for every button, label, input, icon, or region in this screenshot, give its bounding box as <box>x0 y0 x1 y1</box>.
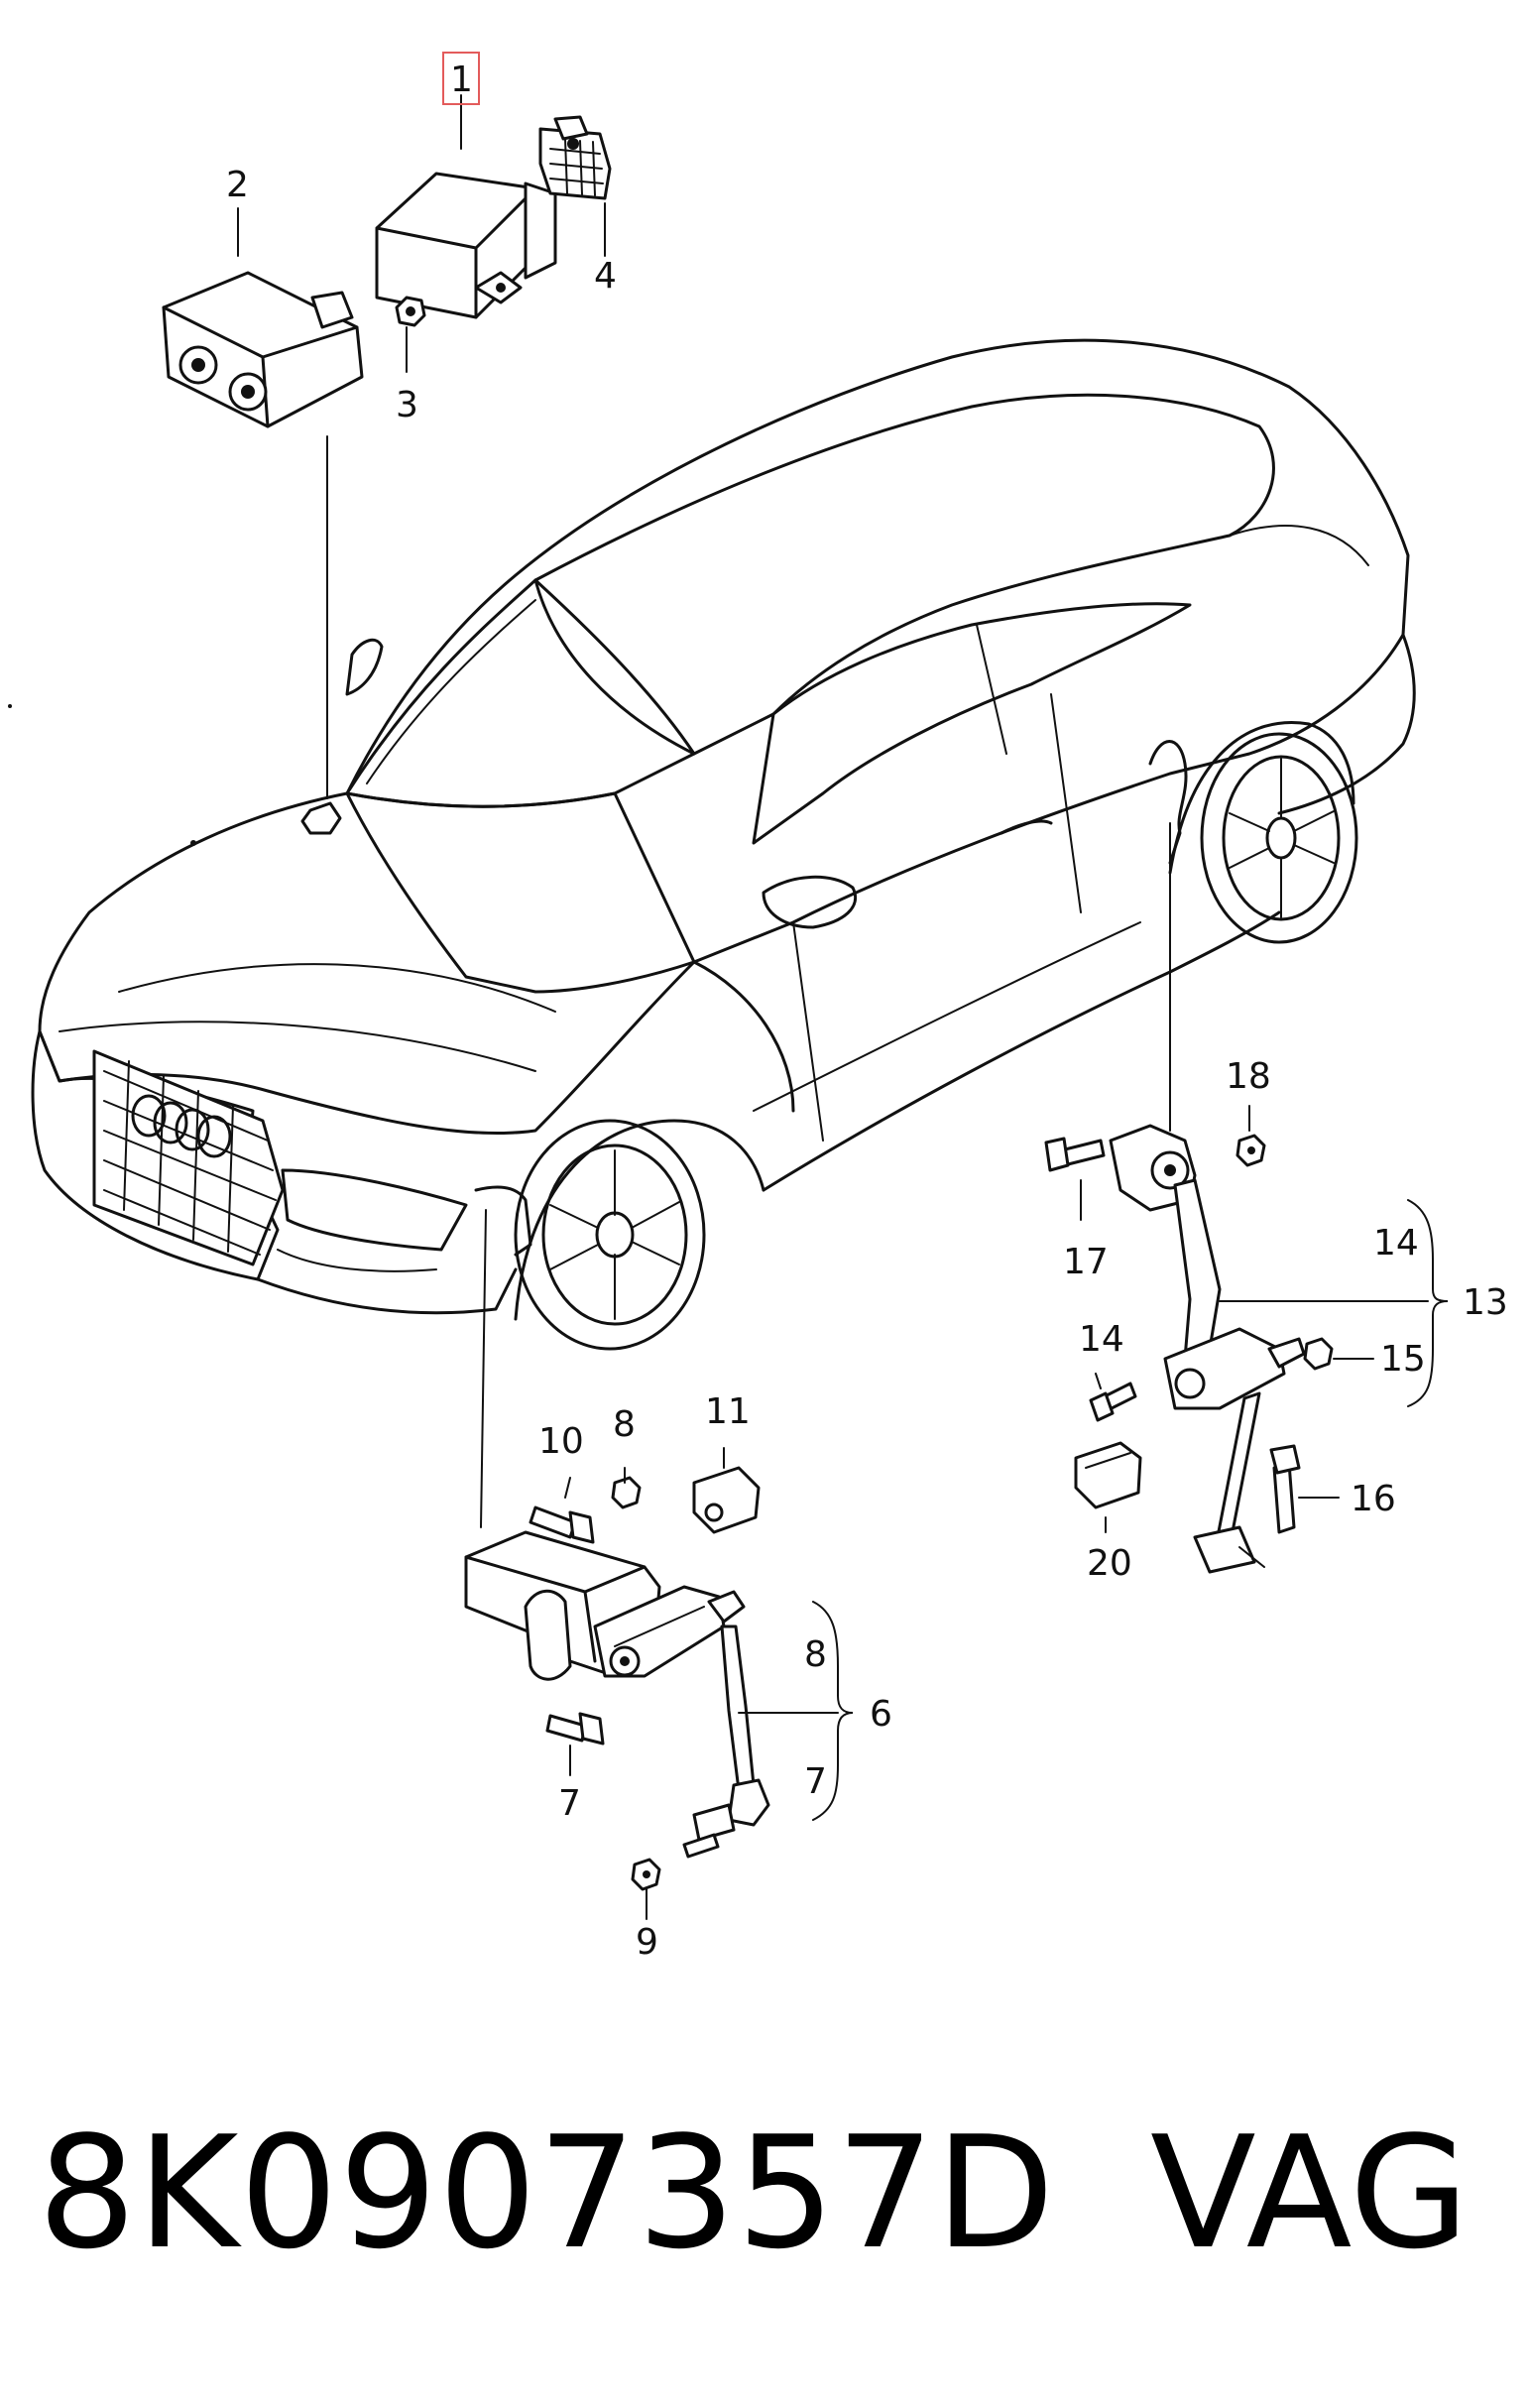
callout-8-lower: 8 <box>804 1634 827 1675</box>
callout-3: 3 <box>396 385 418 425</box>
callout-18: 18 <box>1226 1056 1271 1097</box>
callout-6: 6 <box>870 1694 892 1735</box>
rear-wheel <box>1168 721 1358 944</box>
selected-part-highlight <box>442 52 480 105</box>
callout-2: 2 <box>226 165 249 205</box>
callout-14-upper: 14 <box>1373 1223 1419 1264</box>
brand-rings-logo <box>131 1094 232 1158</box>
control-unit-part-1 <box>375 115 612 319</box>
callout-16: 16 <box>1351 1479 1396 1519</box>
module-part-2 <box>162 271 364 428</box>
callout-14-lower: 14 <box>1079 1319 1124 1360</box>
callout-labels: 1 2 3 4 18 17 14 13 14 15 16 20 10 8 11 … <box>226 60 1508 1963</box>
car-illustration <box>8 338 1416 1351</box>
callout-15: 15 <box>1380 1339 1426 1380</box>
callout-8-upper: 8 <box>613 1404 636 1445</box>
nut-part-3 <box>395 296 426 327</box>
grouping-brackets <box>812 1199 1449 1821</box>
callout-11: 11 <box>705 1391 751 1432</box>
rear-level-sensor-assembly <box>1044 822 1334 1574</box>
callout-10: 10 <box>538 1421 584 1462</box>
callout-7-left: 7 <box>558 1783 581 1824</box>
callout-17: 17 <box>1063 1242 1109 1282</box>
part-number-caption: 8K0907357D <box>38 2103 1056 2283</box>
front-wheel <box>514 1119 706 1351</box>
leader-lines <box>237 94 1429 1920</box>
callout-1: 1 <box>450 60 473 100</box>
brand-caption: VAG <box>1150 2103 1470 2283</box>
front-level-sensor-assembly <box>464 1209 770 1891</box>
callout-4: 4 <box>594 256 617 297</box>
callout-20: 20 <box>1087 1543 1132 1584</box>
callout-7-right: 7 <box>804 1761 827 1802</box>
callout-9: 9 <box>636 1922 658 1963</box>
callout-13: 13 <box>1463 1282 1508 1323</box>
